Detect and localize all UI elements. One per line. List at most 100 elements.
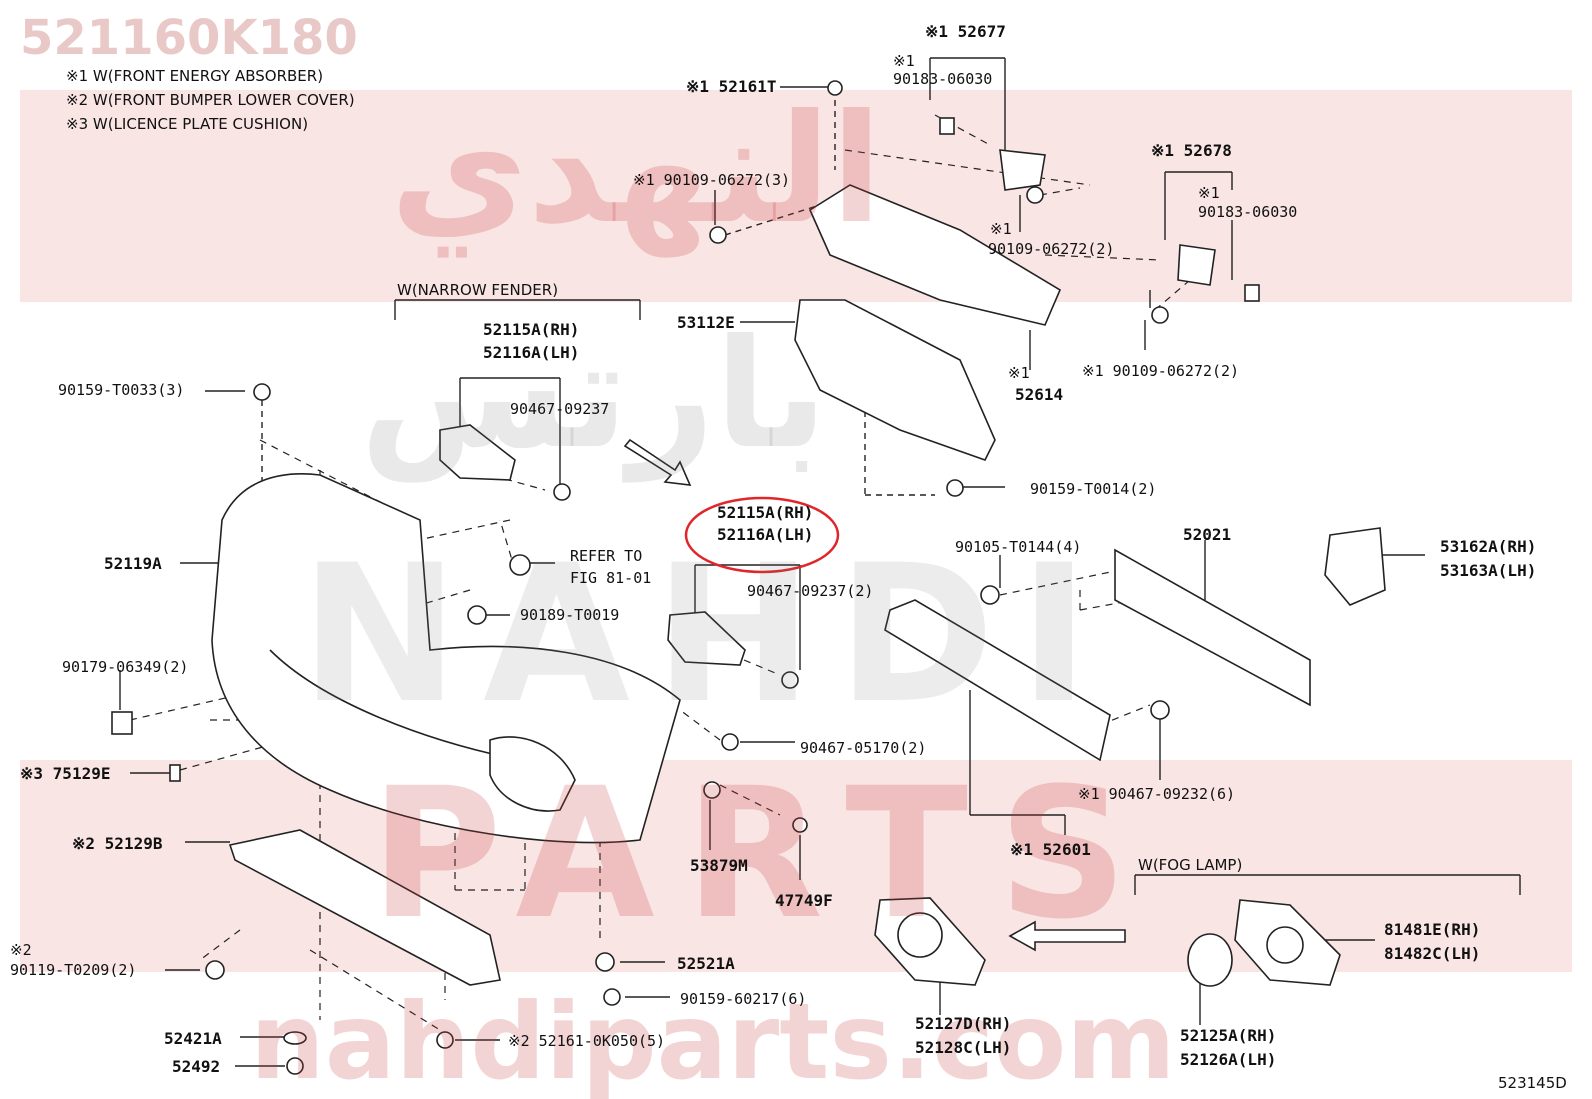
label-52116A-lh-highlighted[interactable]: 52116A(LH): [717, 525, 814, 544]
label-90159-T0014[interactable]: 90159-T0014(2): [1030, 480, 1157, 498]
upper-grille-shape: [808, 184, 1062, 326]
screw-90467-09237b-shape: [781, 671, 799, 689]
watermark-band-top: [20, 90, 1572, 302]
label-90119-mark: ※2: [10, 941, 32, 959]
label-52521A[interactable]: 52521A: [677, 954, 735, 973]
bracket-52677-shape: [999, 149, 1046, 191]
label-75129E[interactable]: ※3 75129E: [20, 764, 111, 783]
watermark-brand-latin: NAHDI: [300, 524, 1114, 745]
label-90189-T0019[interactable]: 90189-T0019: [520, 606, 620, 624]
clip-90467-05170-shape: [721, 733, 739, 751]
label-52161T[interactable]: ※1 52161T: [686, 77, 777, 96]
watermark-brand-parts: PARTS: [370, 750, 1158, 959]
clip-90467-09232-shape: [1150, 700, 1170, 720]
watermark-arabic-top: النهدي: [390, 83, 883, 257]
clip-refer-shape: [509, 554, 531, 576]
bracket-52678-shape: [1177, 244, 1216, 286]
note-3: ※3 W(LICENCE PLATE CUSHION): [66, 115, 309, 133]
label-90179-06349[interactable]: 90179-06349(2): [62, 658, 189, 676]
label-52125A[interactable]: 52125A(RH): [1180, 1026, 1277, 1045]
clip-90179-shape: [111, 711, 133, 735]
label-52601[interactable]: ※1 52601: [1010, 840, 1091, 859]
label-81482C[interactable]: 81482C(LH): [1384, 944, 1481, 963]
label-53163A[interactable]: 53163A(LH): [1440, 561, 1537, 580]
reinforcement-bar-shape: [1114, 548, 1311, 707]
fog-cover-left-ring: [897, 912, 943, 958]
label-52128C[interactable]: 52128C(LH): [915, 1038, 1012, 1057]
label-90467-09232[interactable]: ※1 90467-09232(6): [1078, 785, 1236, 803]
washer-52421A-shape: [283, 1031, 307, 1045]
label-90105-T0144[interactable]: 90105-T0144(4): [955, 538, 1082, 556]
label-53879M[interactable]: 53879M: [690, 856, 748, 875]
label-90109c[interactable]: ※1 90109-06272(2): [1082, 362, 1240, 380]
cushion-75129E-shape: [169, 764, 181, 782]
label-52115A-rh-highlighted[interactable]: 52115A(RH): [717, 503, 814, 522]
side-seal-shape: [1324, 527, 1386, 606]
label-52492[interactable]: 52492: [172, 1057, 221, 1076]
label-52127D[interactable]: 52127D(RH): [915, 1014, 1012, 1033]
label-52678[interactable]: ※1 52678: [1151, 141, 1232, 160]
clip-53879M-shape: [703, 781, 721, 799]
label-52129B[interactable]: ※2 52129B: [72, 834, 163, 853]
energy-absorber-shape: [884, 599, 1111, 762]
label-90467-09237-2[interactable]: 90467-09237(2): [747, 582, 874, 600]
label-90159-60217[interactable]: 90159-60217(6): [680, 990, 807, 1008]
label-52421A[interactable]: 52421A: [164, 1029, 222, 1048]
label-52677[interactable]: ※1 52677: [925, 22, 1006, 41]
label-47749F[interactable]: 47749F: [775, 891, 833, 910]
clip-90189-shape: [467, 605, 487, 625]
bolt-90159T0014-shape: [946, 479, 964, 497]
bolt-90109c-shape: [1151, 306, 1169, 324]
label-53112E[interactable]: 53112E: [677, 313, 735, 332]
label-52614[interactable]: 52614: [1015, 385, 1064, 404]
label-refer-fig[interactable]: FIG 81-01: [570, 569, 652, 587]
front-bumper-cover-shape: [211, 473, 681, 844]
label-52021[interactable]: 52021: [1183, 525, 1232, 544]
group-fog-lamp: W(FOG LAMP): [1138, 856, 1243, 874]
fog-lamp-shape: [1187, 933, 1233, 987]
label-90183a-mark: ※1: [893, 52, 915, 70]
label-90109b-mark: ※1: [990, 220, 1012, 238]
label-90183b[interactable]: 90183-06030: [1198, 203, 1298, 221]
lower-cover-shape: [228, 829, 501, 986]
label-52115A-rh[interactable]: 52115A(RH): [483, 320, 580, 339]
label-81481E[interactable]: 81481E(RH): [1384, 920, 1481, 939]
fog-hole-shape: [489, 736, 576, 812]
label-52614-mark: ※1: [1008, 364, 1030, 382]
clip-52161-0K050-shape: [436, 1031, 454, 1049]
label-90109b[interactable]: 90109-06272(2): [988, 240, 1115, 258]
label-53162A[interactable]: 53162A(RH): [1440, 537, 1537, 556]
label-52116A-lh[interactable]: 52116A(LH): [483, 343, 580, 362]
highlight-circle: [684, 496, 840, 574]
bolt-90119-shape: [205, 960, 225, 980]
label-52126A[interactable]: 52126A(LH): [1180, 1050, 1277, 1069]
screw-90467-09237-shape: [553, 483, 571, 501]
label-90183a[interactable]: 90183-06030: [893, 70, 993, 88]
bolt-90159-60217-shape: [603, 988, 621, 1006]
screw-47749F-shape: [792, 817, 808, 833]
direction-arrows: [623, 438, 1126, 952]
label-90159-T0033[interactable]: 90159-T0033(3): [58, 381, 185, 399]
arrow-left: [1008, 920, 1126, 952]
label-52161-0K050[interactable]: ※2 52161-0K050(5): [508, 1032, 666, 1050]
note-1: ※1 W(FRONT ENERGY ABSORBER): [66, 67, 324, 85]
fog-cover-right-ring: [1266, 926, 1304, 964]
bolt-90109b-shape: [1026, 186, 1044, 204]
bolt-90159T0033-shape: [253, 383, 271, 401]
bolt-52492-shape: [286, 1057, 304, 1075]
bolt-90105-shape: [980, 585, 1000, 605]
label-52119A[interactable]: 52119A: [104, 554, 162, 573]
diagram-code: 523145D: [1498, 1074, 1567, 1092]
watermark-url: nahdiparts.com: [250, 981, 1176, 1099]
label-90467-05170[interactable]: 90467-05170(2): [800, 739, 927, 757]
note-2: ※2 W(FRONT BUMPER LOWER COVER): [66, 91, 355, 109]
label-90109a[interactable]: ※1 90109-06272(3): [633, 171, 791, 189]
bolt-90109a-shape: [709, 226, 727, 244]
label-90119-T0209[interactable]: 90119-T0209(2): [10, 961, 137, 979]
side-bracket-lower-shape: [667, 611, 746, 666]
part-shapes: [111, 80, 1386, 1075]
lower-grille-shape: [794, 299, 996, 461]
label-90467-09237[interactable]: 90467-09237: [510, 400, 610, 418]
